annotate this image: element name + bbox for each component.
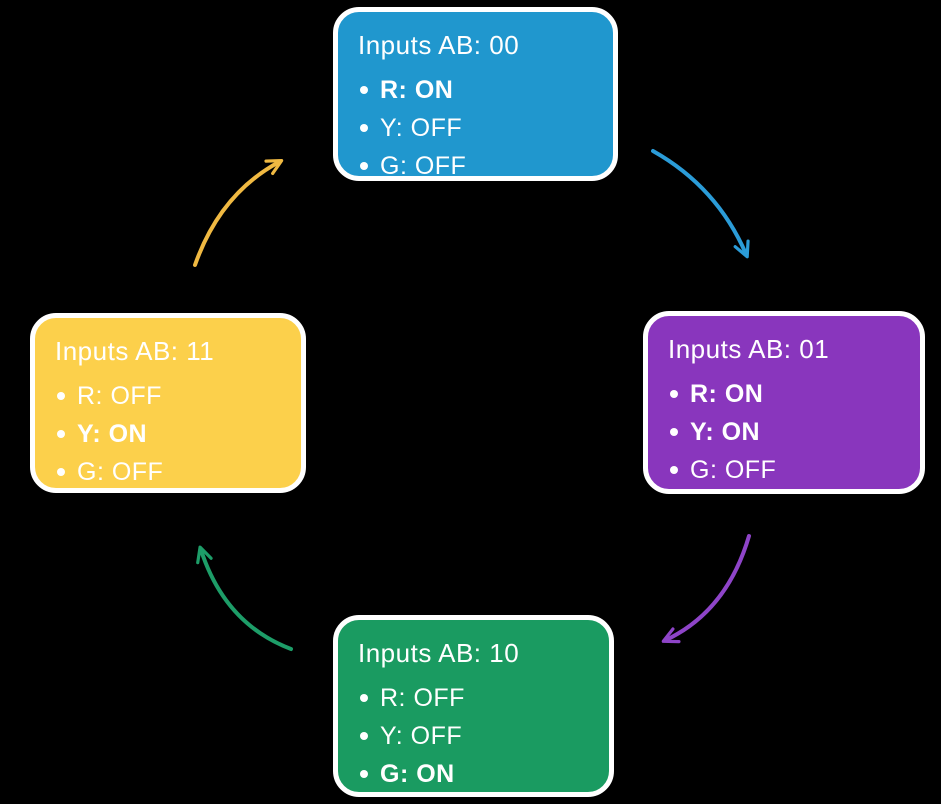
arrow-01-to-10 xyxy=(661,534,751,644)
state-title: Inputs AB: 11 xyxy=(55,336,215,366)
bullet-dot xyxy=(360,770,368,778)
output-label: G: OFF xyxy=(690,455,777,484)
arrow-10-to-11 xyxy=(196,545,293,651)
output-label: R: ON xyxy=(380,75,454,104)
output-row: G: OFF xyxy=(354,147,599,185)
output-label: G: OFF xyxy=(380,151,467,180)
bullet-dot xyxy=(57,392,65,400)
state-box-00: Inputs AB: 00 R: ON Y: OFF G: OFF xyxy=(333,7,618,181)
output-label: Y: OFF xyxy=(380,113,463,142)
output-row: Y: ON xyxy=(51,415,287,453)
bullet-dot xyxy=(57,468,65,476)
output-row: Y: ON xyxy=(664,413,906,451)
output-label: G: OFF xyxy=(77,457,164,486)
output-label: R: OFF xyxy=(77,381,162,410)
output-label: Y: ON xyxy=(690,417,761,446)
arrow-11-to-00 xyxy=(193,158,284,267)
output-label: Y: OFF xyxy=(380,721,463,750)
output-row: R: ON xyxy=(354,71,599,109)
output-row: G: ON xyxy=(354,755,595,793)
output-row: G: OFF xyxy=(51,453,287,491)
state-title: Inputs AB: 10 xyxy=(358,638,520,668)
output-row: G: OFF xyxy=(664,451,906,489)
output-row: R: OFF xyxy=(354,679,595,717)
bullet-dot xyxy=(670,466,678,474)
output-label: R: ON xyxy=(690,379,764,408)
output-row: Y: OFF xyxy=(354,109,599,147)
output-label: G: ON xyxy=(380,759,455,788)
state-box-10: Inputs AB: 10 R: OFF Y: OFF G: ON xyxy=(333,615,614,797)
output-label: Y: ON xyxy=(77,419,148,448)
bullet-dot xyxy=(360,124,368,132)
bullet-dot xyxy=(360,694,368,702)
bullet-dot xyxy=(57,430,65,438)
state-box-01: Inputs AB: 01 R: ON Y: ON G: OFF xyxy=(643,311,925,494)
bullet-dot xyxy=(670,390,678,398)
bullet-dot xyxy=(670,428,678,436)
bullet-dot xyxy=(360,732,368,740)
state-title: Inputs AB: 00 xyxy=(358,30,520,60)
state-title: Inputs AB: 01 xyxy=(668,334,830,364)
state-box-11: Inputs AB: 11 R: OFF Y: ON G: OFF xyxy=(30,313,306,493)
bullet-dot xyxy=(360,86,368,94)
output-row: R: ON xyxy=(664,375,906,413)
output-label: R: OFF xyxy=(380,683,465,712)
output-row: R: OFF xyxy=(51,377,287,415)
arrow-00-to-01 xyxy=(651,149,750,259)
output-row: Y: OFF xyxy=(354,717,595,755)
bullet-dot xyxy=(360,162,368,170)
